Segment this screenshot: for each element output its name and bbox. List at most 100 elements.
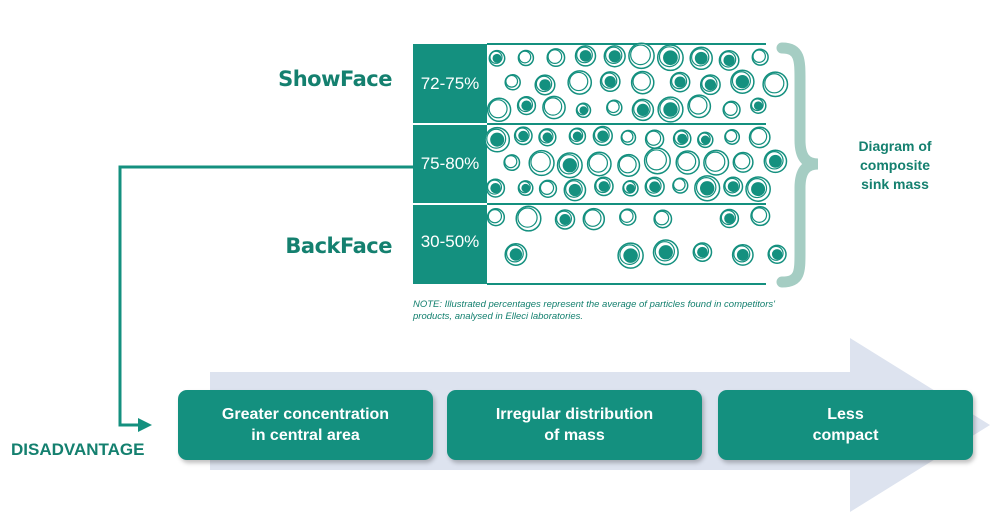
particle (486, 208, 506, 227)
particle (669, 71, 691, 93)
particle (672, 177, 689, 194)
particle (767, 244, 787, 264)
box-line: in central area (251, 427, 360, 444)
particle (484, 126, 511, 153)
particles-group (484, 42, 789, 269)
curly-brace (776, 42, 819, 288)
particle (567, 70, 593, 95)
particle (697, 131, 714, 149)
box-line: Irregular distribution (495, 406, 654, 423)
particle (504, 243, 528, 266)
particle (745, 176, 771, 202)
particle (762, 71, 789, 98)
particle (504, 74, 521, 91)
box-line: of mass (544, 427, 605, 444)
connector-line (118, 165, 413, 427)
particle (606, 99, 623, 116)
footnote: NOTE: Illustrated percentages represent … (413, 299, 813, 323)
backface-label: BackFace (285, 234, 392, 258)
particle (603, 45, 626, 68)
particle (594, 176, 614, 197)
particle (672, 129, 692, 149)
particle (703, 149, 730, 176)
particle (652, 239, 679, 266)
particle (723, 176, 744, 197)
particle (617, 242, 644, 269)
particle (657, 96, 684, 123)
particle (718, 49, 740, 71)
particle (689, 46, 713, 71)
particle (699, 74, 721, 96)
footnote-line: products, analysed in Elleci laboratorie… (413, 311, 584, 322)
diagram-caption: Diagram of composite sink mass (835, 137, 955, 194)
particle (751, 48, 769, 66)
particle (586, 151, 612, 177)
particle (528, 149, 555, 177)
particle (517, 49, 535, 67)
particle (694, 175, 721, 202)
particle (503, 154, 521, 172)
particle (486, 97, 512, 123)
particle (643, 147, 671, 175)
particle (620, 129, 637, 146)
percentage-column (413, 44, 487, 284)
particle (732, 151, 754, 173)
particle (722, 100, 741, 119)
particle (599, 71, 621, 93)
connector-arrowhead (138, 418, 152, 432)
particle (575, 102, 592, 119)
particle (724, 129, 741, 145)
particle (617, 153, 641, 177)
particle (653, 209, 673, 229)
particle (592, 125, 613, 147)
disadvantage-label: DISADVANTAGE (11, 440, 145, 459)
particle (622, 180, 639, 197)
particle (513, 126, 533, 146)
particle (538, 179, 558, 198)
particle (534, 74, 556, 96)
particle (568, 127, 587, 145)
box-line: Less (827, 406, 864, 423)
showface-label: ShowFace (278, 67, 392, 91)
particle (554, 209, 576, 230)
particle (619, 208, 637, 226)
disadvantage-box-concentration: Greater concentration in central area (178, 390, 433, 460)
particle (644, 176, 665, 197)
particle (485, 178, 506, 198)
percentage-showface: 72-75% (420, 74, 480, 93)
box-line: compact (812, 427, 879, 444)
particle (538, 128, 557, 147)
box-line: Greater concentration (221, 406, 390, 423)
particle (488, 49, 506, 67)
disadvantage-box-compactness: Less compact (718, 390, 973, 460)
particle (582, 207, 606, 231)
caption-line: sink mass (861, 176, 929, 192)
particle (750, 97, 767, 114)
particle (556, 152, 583, 179)
disadvantage-box-distribution: Irregular distribution of mass (447, 390, 702, 460)
particle (574, 45, 597, 67)
particle (687, 94, 712, 119)
particle (731, 243, 754, 266)
particle (692, 242, 713, 262)
particle (546, 48, 566, 68)
percentage-middle: 75-80% (420, 154, 480, 173)
particle (748, 126, 771, 149)
particle (675, 150, 700, 175)
particle (730, 69, 755, 94)
particle (517, 180, 534, 197)
particle (542, 95, 566, 120)
caption-line: Diagram of (858, 138, 932, 154)
particle (630, 70, 655, 95)
particle (719, 208, 740, 229)
particle (515, 205, 542, 232)
particle (750, 206, 771, 227)
footnote-line: NOTE: Illustrated percentages represent … (413, 299, 775, 310)
particle (516, 95, 537, 116)
particle (628, 42, 655, 70)
particle (631, 98, 655, 122)
caption-line: composite (859, 157, 930, 173)
particle (563, 178, 587, 202)
particle (644, 129, 665, 149)
